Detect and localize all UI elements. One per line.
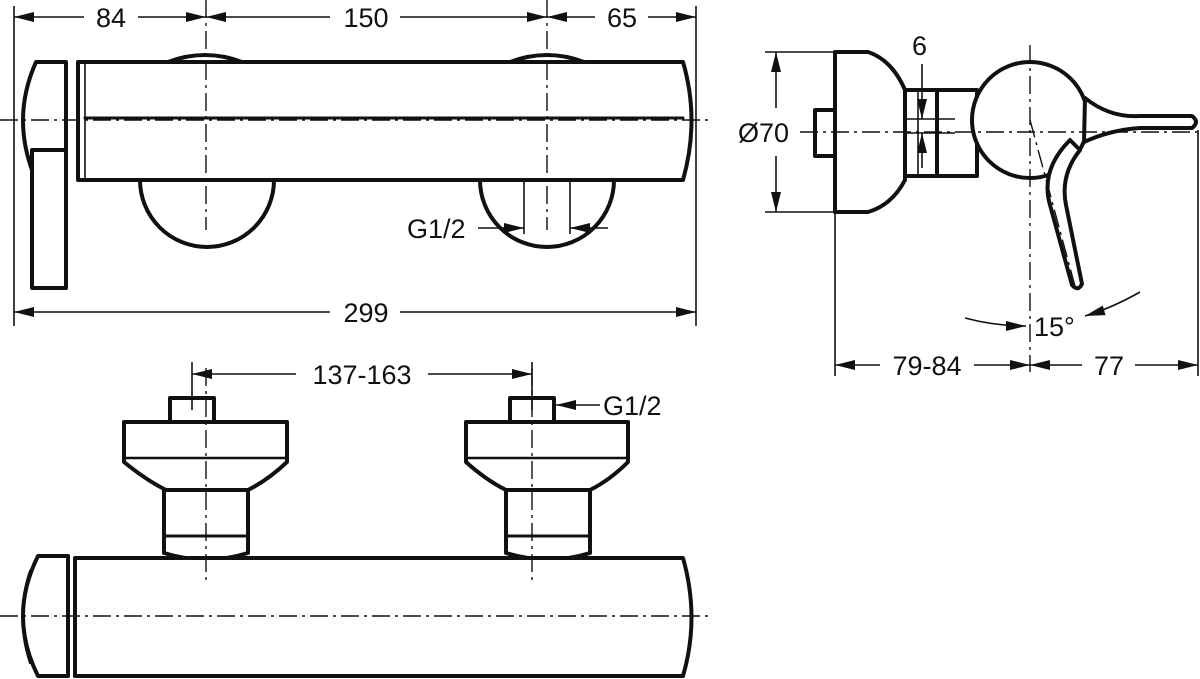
front-mixer-body <box>76 60 694 182</box>
dim-77: 77 <box>1094 351 1124 381</box>
top-view: 137-163 G1/2 <box>0 360 712 678</box>
dim-150: 150 <box>343 3 388 33</box>
front-thread-dimension: G1/2 <box>407 182 608 244</box>
dim-65: 65 <box>607 3 637 33</box>
dim-84: 84 <box>96 3 126 33</box>
side-diameter-dimension: Ø70 <box>738 51 835 213</box>
front-flange-left <box>138 178 276 249</box>
front-view: 84 150 65 299 G1/2 <box>0 0 712 328</box>
top-connector-right <box>464 396 630 562</box>
dim-angle-15: 15° <box>1034 312 1075 342</box>
front-top-dimensions: 84 150 65 <box>14 3 696 33</box>
front-overall-dimension: 299 <box>14 298 696 328</box>
dim-137-163: 137-163 <box>312 360 411 390</box>
front-thread-label: G1/2 <box>407 214 466 244</box>
top-thread-label: G1/2 <box>603 391 662 421</box>
side-angle-dimension: 15° <box>964 291 1141 342</box>
side-bottom-dimensions: 79-84 77 <box>834 130 1199 381</box>
top-spacing-dimension: 137-163 <box>191 360 533 410</box>
dim-6: 6 <box>912 31 927 61</box>
side-lever-horizontal <box>1082 96 1198 144</box>
dim-79-84: 79-84 <box>892 351 961 381</box>
front-lever-handle <box>30 148 68 290</box>
top-mixer-body <box>73 556 694 678</box>
dim-299: 299 <box>343 298 388 328</box>
dim-diameter-70: Ø70 <box>738 118 789 148</box>
side-gap-dimension: 6 <box>905 31 955 168</box>
side-view: Ø70 6 15° 79-84 77 <box>738 31 1200 381</box>
side-lever-rotated <box>1045 138 1084 291</box>
side-wall-stub <box>813 108 837 158</box>
top-thread-dimension: G1/2 <box>556 391 662 421</box>
